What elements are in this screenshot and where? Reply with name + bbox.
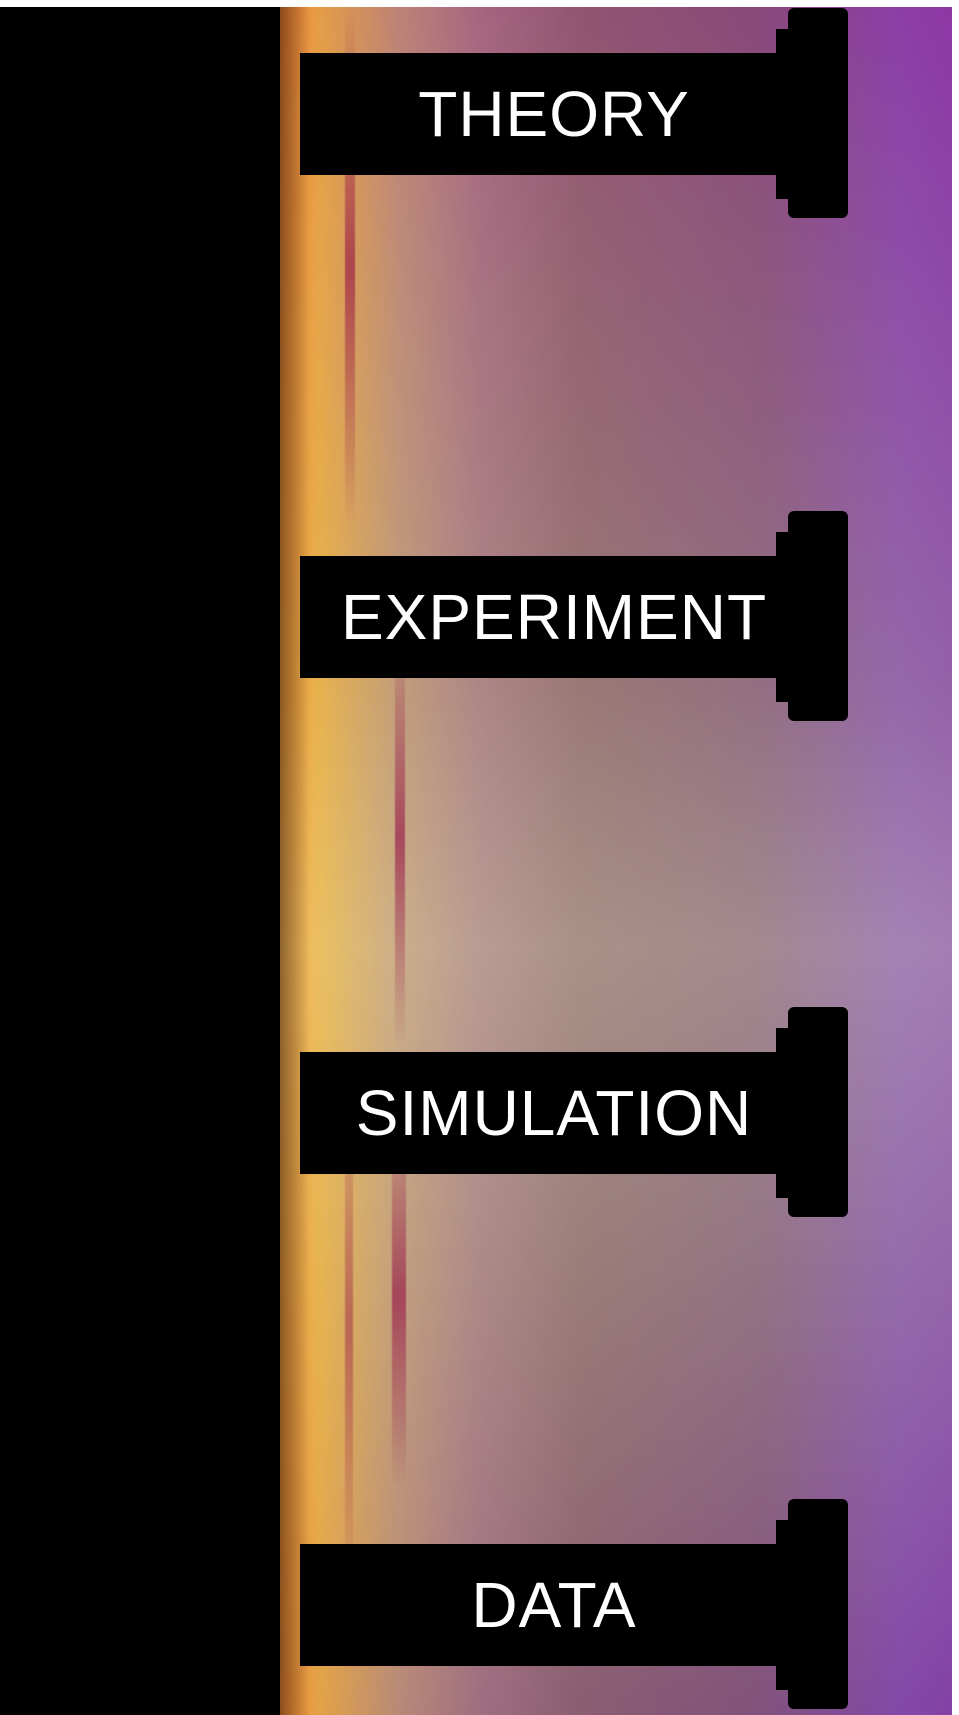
dark-streak: [395, 627, 405, 1047]
dark-streak: [392, 1107, 406, 1487]
pillar-cap: [788, 1007, 848, 1217]
pillar-cap: [788, 8, 848, 218]
pillars-graphic: THEORY EXPERIMENT SIMULATION DATA: [0, 7, 952, 1715]
background-glow: [280, 7, 952, 1715]
left-shadow: [240, 7, 310, 1715]
pillar-label: THEORY: [300, 53, 808, 175]
pillar-cap: [788, 1499, 848, 1709]
pillar-simulation: SIMULATION: [300, 1007, 848, 1217]
pillar-label-text: THEORY: [418, 78, 690, 150]
pillar-label: SIMULATION: [300, 1052, 808, 1174]
pillar-label-text: SIMULATION: [355, 1077, 753, 1149]
pillar-notch: [776, 1520, 788, 1690]
pillar-label-text: DATA: [471, 1569, 637, 1641]
pillar-experiment: EXPERIMENT: [300, 511, 848, 721]
pillar-data: DATA: [300, 1499, 848, 1709]
pillar-cap: [788, 511, 848, 721]
pillar-label: DATA: [300, 1544, 808, 1666]
pillar-label: EXPERIMENT: [300, 556, 808, 678]
pillar-label-text: EXPERIMENT: [340, 581, 768, 653]
pillar-notch: [776, 1028, 788, 1198]
pillar-theory: THEORY: [300, 8, 848, 218]
dark-streak: [345, 7, 355, 527]
pillar-notch: [776, 532, 788, 702]
pillar-notch: [776, 29, 788, 199]
dark-streak: [345, 1067, 353, 1587]
